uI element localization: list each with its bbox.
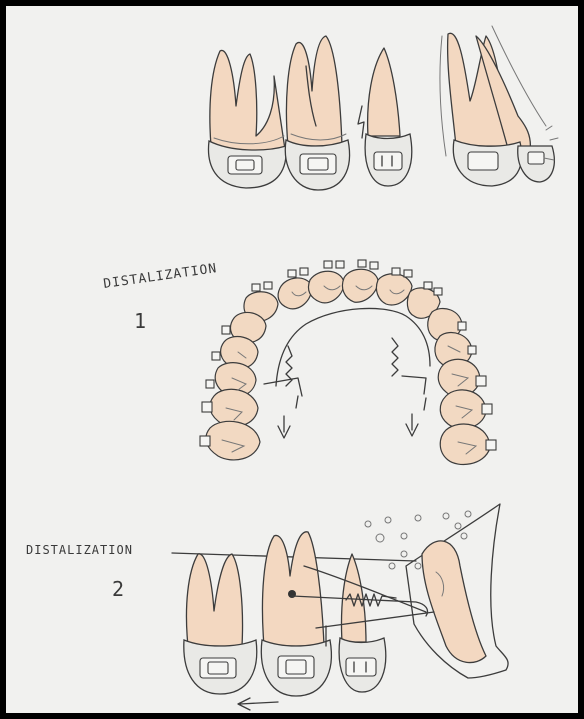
top-teeth-row — [208, 26, 558, 190]
arch-right-teeth — [428, 308, 496, 464]
arch-front-teeth — [244, 260, 442, 321]
dental-arch — [200, 260, 496, 464]
molar-tooth-bottom — [184, 554, 257, 694]
archwire — [264, 308, 430, 410]
canine-tooth-top — [358, 48, 412, 186]
distal-arrow-left-icon — [278, 416, 290, 438]
incisor-tooth-bottom — [406, 504, 508, 678]
mini-screw-icon — [288, 590, 296, 598]
sketch-paper: DISTALIZATION 1 — [6, 6, 578, 713]
dental-sketch: DISTALIZATION 1 — [6, 6, 578, 713]
figure2-number: 2 — [112, 577, 124, 601]
figure1-number: 1 — [134, 309, 146, 333]
figure2-title: DISTALIZATION — [26, 543, 133, 557]
premolar-tooth-bottom — [261, 532, 331, 696]
arch-left-teeth — [200, 312, 266, 459]
side-view-teeth — [184, 504, 508, 710]
canine-tooth-bottom — [339, 554, 386, 692]
distal-arrow-bottom-icon — [238, 698, 278, 710]
figure1-title: DISTALIZATION — [102, 261, 218, 292]
molar-tooth-top — [208, 50, 286, 188]
incisor-tooth-top — [440, 26, 558, 186]
premolar-tooth-top — [285, 36, 349, 190]
distal-arrow-right-icon — [406, 414, 418, 436]
